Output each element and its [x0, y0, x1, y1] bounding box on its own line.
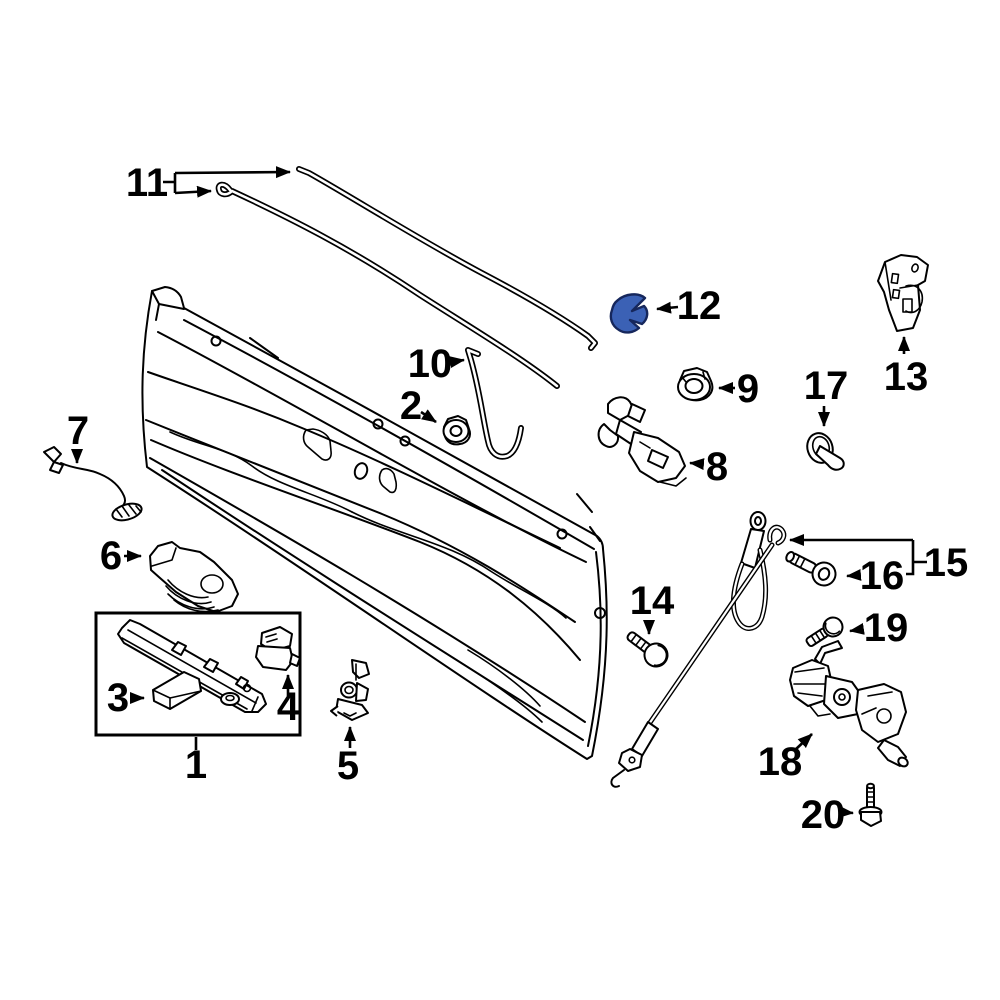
callout-15: 15	[924, 541, 969, 585]
callout-7: 7	[67, 409, 89, 453]
callout-20: 20	[801, 793, 846, 837]
leader-19	[849, 622, 865, 635]
switch-part-4	[255, 626, 301, 671]
pad-part-3	[152, 671, 202, 710]
nut-part-2	[442, 415, 471, 446]
leader-11-top	[174, 166, 291, 179]
callout-1: 1	[185, 743, 207, 787]
camera-part-6	[149, 541, 239, 613]
rod-part-10	[465, 347, 524, 460]
bolt-part-16	[785, 551, 837, 587]
cable-part-15	[610, 511, 787, 788]
bumper-part-17	[806, 432, 845, 471]
callout-19: 19	[864, 606, 909, 650]
callout-3: 3	[107, 676, 129, 720]
bolt-part-19	[805, 616, 844, 647]
callout-13: 13	[884, 355, 929, 399]
striker-part-5	[330, 659, 370, 721]
leader-8	[689, 458, 705, 471]
support-rod-upper	[296, 166, 598, 351]
callout-17: 17	[804, 364, 849, 408]
bracket-part-13	[877, 254, 929, 332]
leader-15	[906, 540, 927, 576]
handle-part-1	[117, 619, 267, 713]
callout-9: 9	[737, 367, 759, 411]
callout-2: 2	[400, 384, 422, 428]
leader-11-bottom	[174, 185, 212, 198]
latch-part-8	[597, 396, 687, 487]
tailgate-panel	[141, 286, 608, 760]
bolt-part-20	[858, 782, 883, 827]
callout-leaders	[71, 166, 927, 818]
actuator-part-18	[789, 640, 909, 768]
nut-part-9	[677, 367, 714, 402]
leader-11	[163, 173, 177, 193]
callout-4: 4	[277, 685, 300, 729]
callout-12: 12	[677, 284, 722, 328]
leader-16	[846, 568, 862, 581]
callout-16: 16	[860, 554, 905, 598]
callout-6: 6	[100, 534, 122, 578]
leader-12	[656, 301, 679, 314]
leader-20	[838, 805, 854, 818]
callout-14: 14	[630, 579, 675, 623]
wire-part-7	[43, 446, 143, 522]
callout-11: 11	[126, 161, 168, 205]
callout-8: 8	[706, 445, 728, 489]
callout-10: 10	[408, 342, 453, 386]
clip-part-12-highlighted	[609, 293, 649, 334]
leader-2	[420, 409, 437, 424]
callout-5: 5	[337, 744, 359, 788]
callout-18: 18	[758, 740, 803, 784]
support-rod-lower	[215, 181, 560, 389]
leader-10	[449, 356, 465, 369]
leader-18	[794, 733, 813, 751]
bolt-part-14	[626, 631, 669, 668]
callout-labels: 1 2 3 4 5 6 7 8 9 10 11 12 13 14 15 16 1…	[67, 161, 968, 837]
